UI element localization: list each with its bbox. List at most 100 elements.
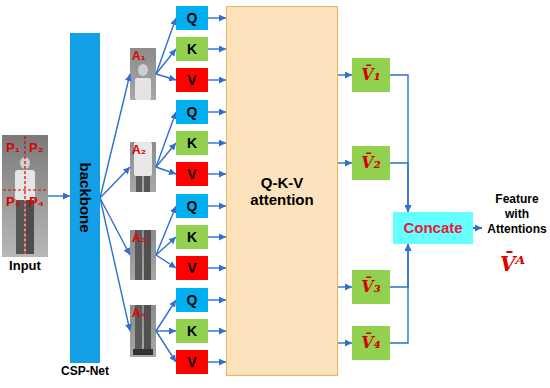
arrow-connector xyxy=(338,342,352,343)
arrow-connector xyxy=(100,198,130,255)
box-label: V̄₃ xyxy=(361,278,380,296)
part-label: P₂ xyxy=(29,141,43,156)
backbone-bar: backboneCSP-Net xyxy=(70,33,100,363)
patch-photo xyxy=(130,48,156,100)
arrow-connector xyxy=(156,331,176,362)
arrow-connector xyxy=(156,18,176,74)
value-box: V̄₂ xyxy=(352,146,390,180)
v-box: V xyxy=(176,68,208,92)
v-box: V xyxy=(176,350,208,374)
arrow-connector xyxy=(208,17,226,18)
arrow-connector xyxy=(208,111,226,112)
backbone-label: backbone xyxy=(76,163,93,233)
box-label: Q xyxy=(187,292,198,308)
q-box: Q xyxy=(176,194,208,218)
box-label: V xyxy=(187,354,196,370)
q-box: Q xyxy=(176,100,208,124)
value-box: V̄₁ xyxy=(352,58,390,92)
arrow-connector xyxy=(156,255,176,268)
patch-label: A₄ xyxy=(132,307,146,321)
feature-patch: A₄ xyxy=(130,305,156,357)
box-label: V̄₁ xyxy=(361,66,380,84)
patch-photo xyxy=(130,230,156,280)
arrow-connector xyxy=(100,167,130,198)
input-image: P₁P₂P₃P₄Input xyxy=(2,135,48,257)
part-label: P₁ xyxy=(6,141,20,156)
part-label: P₄ xyxy=(29,195,44,210)
k-box: K xyxy=(176,37,208,61)
box-label: V xyxy=(187,166,196,182)
arrow-connector xyxy=(156,206,176,255)
arrow-connector xyxy=(156,143,176,167)
box-label: V̄₄ xyxy=(361,334,380,352)
arrow-connector xyxy=(156,330,176,331)
arrow-connector xyxy=(100,198,130,331)
box-label: Q xyxy=(187,104,198,120)
patch-label: A₃ xyxy=(132,232,146,246)
arrow-connector xyxy=(208,330,226,331)
arrow-connector xyxy=(156,74,176,80)
output-symbol: V̄ᴬ xyxy=(500,252,525,276)
input-photo xyxy=(2,135,48,257)
output-arrow xyxy=(473,227,482,229)
box-label: K xyxy=(187,41,197,57)
part-label: P₃ xyxy=(6,195,21,210)
arrow-connector xyxy=(208,299,226,300)
v-box: V xyxy=(176,256,208,280)
arrow-connector xyxy=(156,112,176,167)
k-box: K xyxy=(176,131,208,155)
k-box: K xyxy=(176,225,208,249)
arrow-connector xyxy=(208,79,226,80)
arrow-connector xyxy=(338,74,352,75)
arrow-connector xyxy=(338,162,352,163)
q-box: Q xyxy=(176,6,208,30)
caption-label: CSP-Net xyxy=(61,365,109,379)
box-label: V xyxy=(187,260,196,276)
arrow-connector xyxy=(390,163,408,212)
q-box: Q xyxy=(176,288,208,312)
k-box: K xyxy=(176,319,208,343)
arrow-connector xyxy=(156,49,176,74)
concat-box: Concate xyxy=(393,212,473,244)
patch-photo xyxy=(130,142,156,192)
box-label: K xyxy=(187,323,197,339)
arrow-connector xyxy=(208,236,226,237)
v-box: V xyxy=(176,162,208,186)
feature-patch: A₂ xyxy=(130,142,156,192)
box-label: Q xyxy=(187,10,198,26)
arrow-connector xyxy=(208,361,226,362)
arrow-connector xyxy=(390,244,408,343)
value-box: V̄₃ xyxy=(352,270,390,304)
box-label: V̄₂ xyxy=(361,154,380,172)
box-label: V xyxy=(187,72,196,88)
box-label: K xyxy=(187,135,197,151)
feature-patch: A₁ xyxy=(130,48,156,100)
caption-label: Input xyxy=(9,259,41,274)
arrow-connector xyxy=(338,286,352,287)
patch-label: A₁ xyxy=(132,50,146,64)
feature-patch: A₃ xyxy=(130,230,156,280)
arrow-connector xyxy=(390,75,408,212)
attention-box: Q-K-V attention xyxy=(226,6,338,376)
patch-photo xyxy=(130,305,156,357)
patch-label: A₂ xyxy=(132,144,146,158)
arrow-connector xyxy=(208,205,226,206)
box-label: Q-K-V attention xyxy=(238,174,326,209)
box-label: Concate xyxy=(403,219,462,236)
arrow-connector xyxy=(100,74,130,198)
arrow-connector xyxy=(48,195,70,196)
arrow-connector xyxy=(156,300,176,331)
arrow-connector xyxy=(208,142,226,143)
arrow-connector xyxy=(208,173,226,174)
arrow-connector xyxy=(390,244,408,287)
output-label: Feature with Attentions xyxy=(486,192,548,237)
arrow-connector xyxy=(208,267,226,268)
arrow-connector xyxy=(156,237,176,255)
box-label: K xyxy=(187,229,197,245)
box-label: Q xyxy=(187,198,198,214)
arrow-connector xyxy=(208,48,226,49)
arrow-connector xyxy=(156,167,176,174)
value-box: V̄₄ xyxy=(352,326,390,360)
